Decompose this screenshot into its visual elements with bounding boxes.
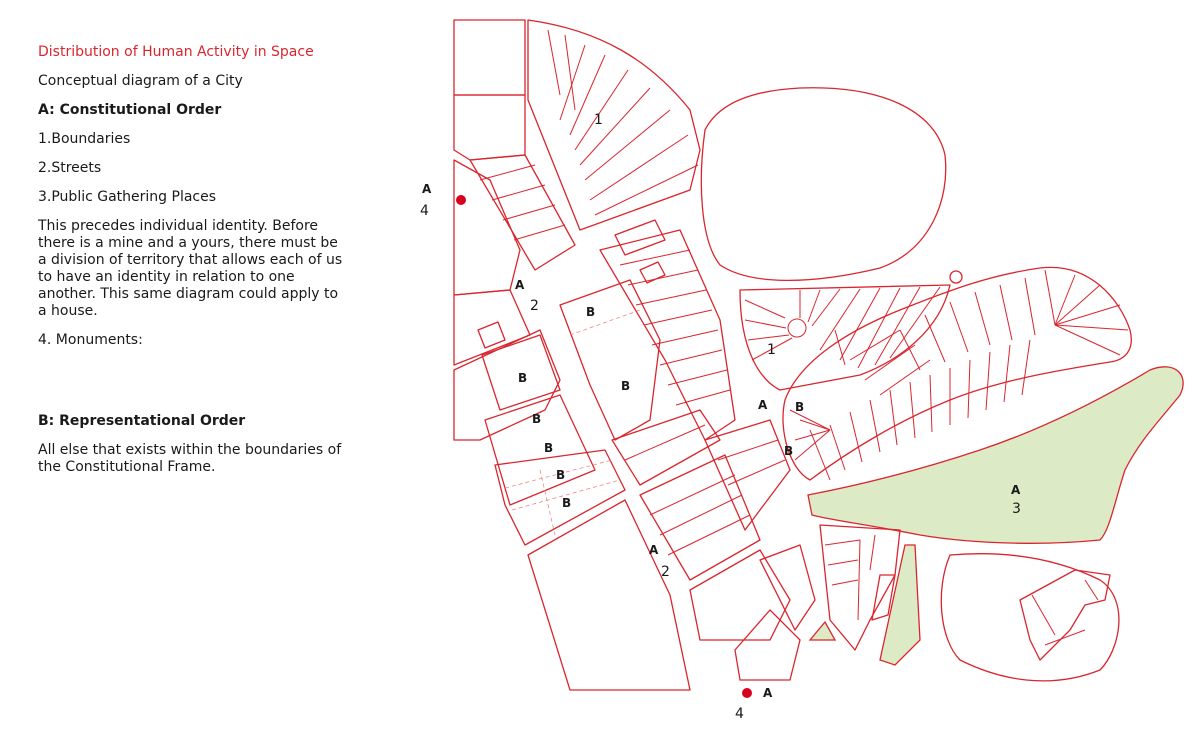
monument-south [742,688,752,698]
section-b-description: All else that exists within the boundari… [38,442,342,475]
south-blocks [819,524,1120,682]
label-b-5: B [544,441,553,455]
label-a-street-south: A [649,543,659,557]
section-a-heading: A: Constitutional Order [38,102,222,118]
label-b-9: B [784,444,793,458]
central-blocks [559,219,816,681]
label-a-monument-west: A [422,182,432,196]
label-b-6: B [556,468,565,482]
section-a-description: This precedes individual identity. Befor… [38,218,343,319]
label-4-monument-west: 4 [420,203,429,219]
label-a-monument-south: A [763,686,773,700]
public-park-main [807,366,1184,544]
green-triangle [808,620,837,641]
label-1-east: 1 [767,342,776,358]
open-block-north [700,87,947,282]
legend-subtitle: Conceptual diagram of a City [38,73,243,89]
north-block [453,19,701,271]
label-b-8: B [795,400,804,414]
label-b-4: B [532,412,541,426]
section-b-heading: B: Representational Order [38,413,246,429]
fan-block [782,266,1132,481]
label-2-street-north: 2 [530,298,539,314]
label-1-north: 1 [594,112,603,128]
label-a-park: A [1011,483,1021,497]
label-b-7: B [562,496,571,510]
label-a-street-north: A [515,278,525,292]
west-lots [453,159,691,691]
label-4-monument-south: 4 [735,706,744,722]
label-b-1: B [586,305,595,319]
monument-west [456,195,466,205]
label-3-park: 3 [1012,501,1021,517]
legend-item-streets: 2.Streets [38,160,102,176]
map-labels: A 4 1 A 2 B B B B B B B 1 A B B A 3 A 2 … [420,112,1021,722]
legend-item-monuments: 4. Monuments: [38,332,143,348]
legend-item-boundaries: 1.Boundaries [38,131,131,147]
legend-item-public-places: 3.Public Gathering Places [38,189,217,205]
legend-title: Distribution of Human Activity in Space [38,44,314,60]
label-b-3: B [621,379,630,393]
label-a-junction: A [758,398,768,412]
cul-de-sac-block [739,284,951,391]
legend-panel: Distribution of Human Activity in Space … [38,44,348,488]
label-b-2: B [518,371,527,385]
label-2-street-south: 2 [661,564,670,580]
green-wedge [879,544,921,666]
small-circle [949,270,963,284]
